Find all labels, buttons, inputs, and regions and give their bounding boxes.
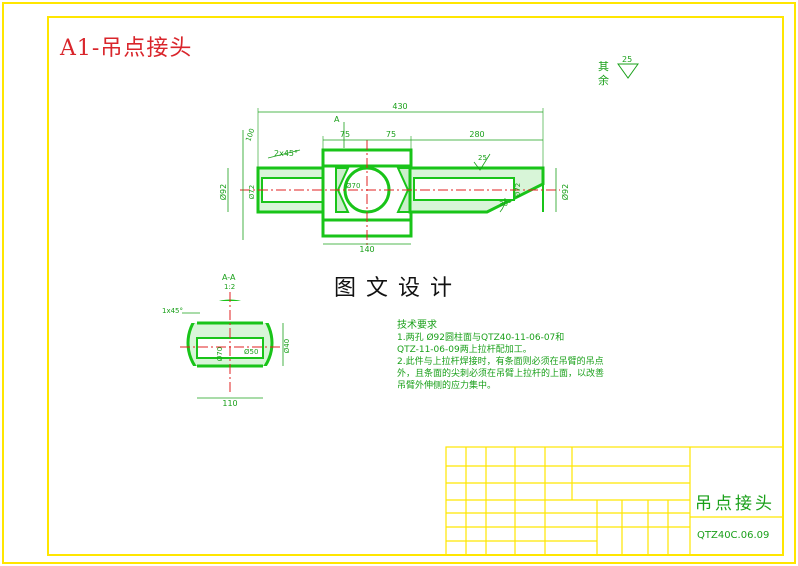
inner-frame [47,16,784,556]
notes-heading: 技术要求 [397,320,437,331]
section-view: A-A 1:2 1x45° Ø70 Ø50 Ø40 110 [162,273,291,408]
notes-line: 1.两孔 Ø92圆柱面与QTZ40-11-06-07和 [397,333,565,343]
right-arm-bore [413,177,515,201]
title-block-part-name: 吊点接头 [695,494,775,514]
hatch-right [396,167,411,213]
section-dia3: Ø40 [283,339,291,353]
notes-line: 外，且条面的尖刺必须在吊臂上拉杆的上面，以改善 [397,369,605,379]
roughness-symbol [473,153,491,171]
technical-notes: 技术要求 1.两孔 Ø92圆柱面与QTZ40-11-06-07和 QTZ-11-… [397,320,604,392]
roughness-value: 25 [622,55,632,64]
title-block-drawing-code: QTZ40C.06.09 [697,530,770,541]
bottom-width-text: 140 [359,245,374,254]
section-label: A-A [222,273,236,282]
hatch-left [335,167,350,213]
angle-text: 30° [499,200,511,208]
watermark-text: 图文设计 [330,270,467,302]
chamfer-leader [267,149,301,159]
section-width: 110 [222,399,237,408]
rough-mark-text: 25 [478,154,487,162]
left-dia-text: Ø92 [218,184,228,200]
dim-430-text: 430 [392,102,407,111]
right-dia-text: Ø92 [560,184,570,200]
section-scale: 1:2 [224,283,235,291]
title-block-frame [445,446,784,556]
roughness-label: 其余 [598,60,609,87]
title-block [445,446,784,556]
section-dia1: Ø70 [216,347,224,361]
dim-75a-text: 75 [340,130,350,139]
angle-arc [499,197,506,213]
roughness-triangle-icon [617,63,639,79]
length-left-text: 100 [244,127,256,142]
notes-line: 2.此件与上拉杆焊接时，有条面则必须在吊臂的吊点 [397,357,604,367]
drawing-title: A1-吊点接头 [60,36,193,61]
notes-line: 吊臂外伸侧的应力集中。 [397,381,497,391]
hole-dia-text: Ø70 [346,182,360,190]
section-chamfer: 1x45° [162,307,183,315]
section-dia2: Ø50 [244,348,258,356]
dim-75b-text: 75 [386,130,396,139]
chamfer-text: 2x45° [274,149,298,158]
roughness-note: 25 [617,55,639,79]
main-view: 430 75 75 280 A 2x45° Ø92 Ø72 Ø70 Ø72 Ø9… [218,102,570,254]
dim-280-text: 280 [469,130,484,139]
section-mark-text: A [334,115,340,124]
inner-dia-right-text: Ø72 [514,183,522,197]
inner-dia-left-text: Ø72 [248,185,256,199]
notes-line: QTZ-11-06-09两上拉杆配加工。 [397,345,532,355]
